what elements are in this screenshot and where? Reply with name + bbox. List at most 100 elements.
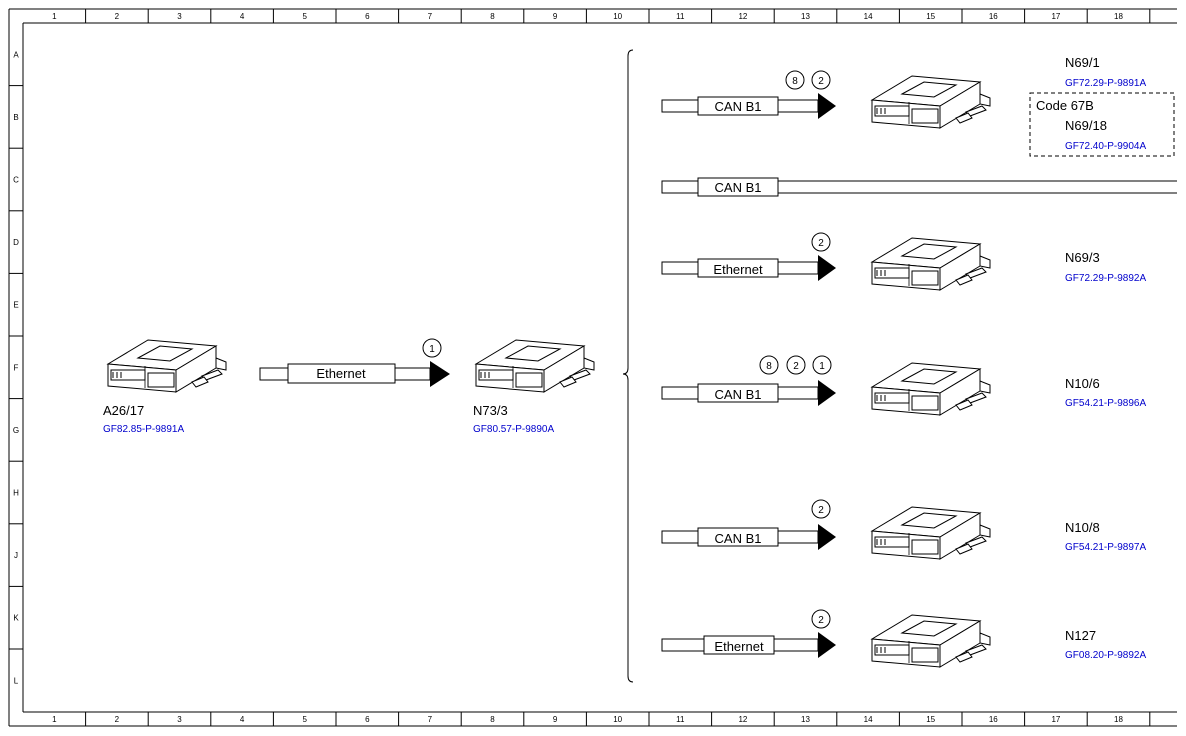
column-number-top: 5 — [302, 12, 307, 21]
target-module[interactable] — [871, 362, 991, 416]
column-number-bottom: 3 — [177, 715, 182, 724]
branch-bus-label: CAN B1 — [715, 180, 762, 195]
target-module-ref-link[interactable]: GF54.21-P-9896A — [1065, 398, 1146, 409]
signal-circle-number: 2 — [818, 76, 824, 87]
signal-circle: 8 — [759, 355, 779, 375]
branch-arrow — [818, 632, 836, 658]
signal-circle-number: 2 — [793, 361, 799, 372]
column-number-top: 13 — [801, 12, 810, 21]
column-number-bottom: 17 — [1051, 715, 1060, 724]
source-ethernet-link: Ethernet — [259, 361, 450, 387]
signal-circle-number: 8 — [792, 76, 798, 87]
signal-circle: 8 — [785, 70, 805, 90]
column-number-top: 1 — [52, 12, 57, 21]
column-number-bottom: 7 — [428, 715, 433, 724]
column-number-bottom: 9 — [553, 715, 558, 724]
link-label: Ethernet — [316, 366, 366, 381]
signal-circle: 2 — [811, 499, 831, 519]
branch-can-b1-continuation: CAN B1 — [661, 177, 1177, 197]
target-module-ref-link[interactable]: GF54.21-P-9897A — [1065, 542, 1146, 553]
column-number-top: 15 — [926, 12, 935, 21]
column-number-top: 12 — [738, 12, 747, 21]
signal-circle: 2 — [811, 70, 831, 90]
target-module-ref-link[interactable]: GF08.20-P-9892A — [1065, 650, 1146, 661]
signal-circle-number: 1 — [429, 344, 435, 355]
column-number-bottom: 14 — [864, 715, 873, 724]
target-module-name: N69/3 — [1065, 250, 1100, 265]
optional-equipment-box — [1029, 92, 1175, 157]
signal-circle: 2 — [811, 609, 831, 629]
row-letter: K — [13, 614, 19, 623]
row-letter: D — [13, 238, 19, 247]
option-code-label: Code 67B — [1036, 98, 1094, 113]
column-number-bottom: 5 — [302, 715, 307, 724]
branch-brace — [622, 49, 634, 683]
column-number-top: 3 — [177, 12, 182, 21]
target-module[interactable] — [871, 614, 991, 668]
target-module-ref-link[interactable]: GF72.29-P-9892A — [1065, 273, 1146, 284]
branch-n69-3: Ethernet 2 N69/3 GF72.29-P-9892A — [661, 232, 1146, 291]
source-module[interactable] — [107, 339, 227, 393]
column-number-bottom: 8 — [490, 715, 495, 724]
link-arrow — [430, 361, 450, 387]
signal-circle: 1 — [422, 338, 442, 358]
column-number-bottom: 4 — [240, 715, 245, 724]
target-module-name: N127 — [1065, 628, 1096, 643]
target-module-name: N69/1 — [1065, 55, 1100, 70]
row-letter: A — [13, 50, 19, 59]
branch-n69-1: CAN B1 8 2 N69/1 GF72.29-P-9891A Code 67… — [661, 55, 1175, 157]
signal-circle-number: 1 — [819, 361, 825, 372]
branch-arrow — [818, 255, 836, 281]
target-module[interactable] — [871, 506, 991, 560]
gateway-module-ref-link[interactable]: GF80.57-P-9890A — [473, 424, 554, 435]
column-number-bottom: 2 — [115, 715, 120, 724]
target-module-ref-link[interactable]: GF72.29-P-9891A — [1065, 78, 1146, 89]
row-letter: F — [14, 363, 19, 372]
column-number-top: 16 — [989, 12, 998, 21]
column-number-top: 9 — [553, 12, 558, 21]
branch-bus-label: CAN B1 — [715, 387, 762, 402]
branch-bus-label: Ethernet — [713, 262, 763, 277]
signal-circle-number: 2 — [818, 238, 824, 249]
branch-bus-label: Ethernet — [714, 639, 764, 654]
column-number-top: 17 — [1051, 12, 1060, 21]
target-module-name: N10/6 — [1065, 376, 1100, 391]
target-module[interactable] — [871, 75, 991, 129]
signal-circle-number: 2 — [818, 505, 824, 516]
column-number-bottom: 11 — [676, 715, 685, 724]
column-number-top: 2 — [115, 12, 120, 21]
row-letter: L — [14, 676, 19, 685]
branch-n127: Ethernet 2 N127 GF08.20-P-9892A — [661, 609, 1146, 668]
branch-arrow — [818, 93, 836, 119]
row-letter: C — [13, 176, 19, 185]
gateway-module[interactable] — [475, 339, 595, 393]
column-number-bottom: 15 — [926, 715, 935, 724]
column-number-top: 7 — [428, 12, 433, 21]
column-number-top: 6 — [365, 12, 370, 21]
column-number-bottom: 12 — [738, 715, 747, 724]
option-module-name: N69/18 — [1065, 118, 1107, 133]
column-number-top: 14 — [864, 12, 873, 21]
column-number-top: 11 — [676, 12, 685, 21]
source-module-ref-link[interactable]: GF82.85-P-9891A — [103, 424, 184, 435]
branch-bus-label: CAN B1 — [715, 99, 762, 114]
column-number-bottom: 6 — [365, 715, 370, 724]
column-number-top: 18 — [1114, 12, 1123, 21]
gateway-module-name: N73/3 — [473, 403, 508, 418]
option-module-ref-link[interactable]: GF72.40-P-9904A — [1065, 141, 1146, 152]
column-number-top: 8 — [490, 12, 495, 21]
signal-circle-number: 8 — [766, 361, 772, 372]
branch-arrow — [818, 524, 836, 550]
column-number-bottom: 18 — [1114, 715, 1123, 724]
branch-bus-label: CAN B1 — [715, 531, 762, 546]
column-number-top: 10 — [613, 12, 622, 21]
column-number-bottom: 1 — [52, 715, 57, 724]
row-letter: B — [13, 113, 18, 122]
signal-circle: 1 — [812, 355, 832, 375]
target-module[interactable] — [871, 237, 991, 291]
source-module-name: A26/17 — [103, 403, 144, 418]
branch-n10-8: CAN B1 2 N10/8 GF54.21-P-9897A — [661, 499, 1146, 560]
row-letter: H — [13, 489, 19, 498]
column-number-bottom: 10 — [613, 715, 622, 724]
